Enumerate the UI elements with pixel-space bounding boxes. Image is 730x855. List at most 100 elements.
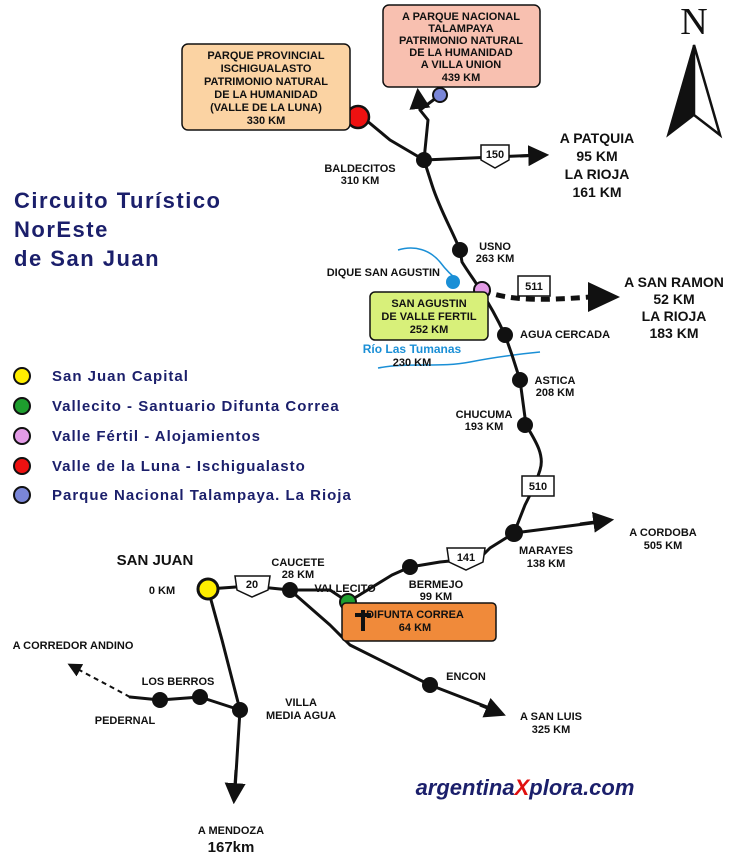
san-ramon-arrow [588,282,620,312]
svg-text:CHUCUMA: CHUCUMA [456,409,513,421]
cross-icon [355,610,371,631]
svg-text:439 KM: 439 KM [442,72,481,84]
svg-text:PEDERNAL: PEDERNAL [95,715,156,727]
destination-labels: A PATQUIA 95 KM LA RIOJA 161 KM A SAN RA… [13,130,724,855]
town-markers [152,152,533,718]
svg-text:USNO: USNO [479,241,511,253]
svg-text:TALAMPAYA: TALAMPAYA [428,23,493,35]
svg-text:PARQUE PROVINCIAL: PARQUE PROVINCIAL [207,50,324,62]
svg-text:ASTICA: ASTICA [535,375,576,387]
brand-watermark: argentinaXplora.com [416,775,635,800]
svg-text:DE LA HUMANIDAD: DE LA HUMANIDAD [409,47,513,59]
box-difunta-correa: DIFUNTA CORREA 64 KM [341,602,497,642]
svg-text:SAN AGUSTIN: SAN AGUSTIN [391,298,466,310]
north-arrow: N [666,1,723,139]
svg-text:A VILLA UNION: A VILLA UNION [421,59,502,71]
svg-text:DE LA HUMANIDAD: DE LA HUMANIDAD [214,89,318,101]
svg-text:DIQUE SAN AGUSTIN: DIQUE SAN AGUSTIN [327,267,440,279]
legend-label: Parque Nacional Talampaya. La Rioja [52,487,352,504]
svg-text:263 KM: 263 KM [476,253,515,265]
svg-text:20: 20 [246,579,258,591]
svg-text:A MENDOZA: A MENDOZA [198,825,264,837]
svg-text:LOS BERROS: LOS BERROS [142,676,215,688]
svg-text:MARAYES: MARAYES [519,545,573,557]
svg-text:ENCON: ENCON [446,671,486,683]
svg-text:DIFUNTA CORREA: DIFUNTA CORREA [366,609,464,621]
route-shield-150: 150 [480,144,510,169]
svg-text:230 KM: 230 KM [393,357,432,369]
svg-text:A SAN RAMON: A SAN RAMON [624,274,724,290]
svg-text:95 KM: 95 KM [576,148,617,164]
svg-text:VILLA: VILLA [285,697,317,709]
box-talampaya: A PARQUE NACIONAL TALAMPAYA PATRIMONIO N… [382,4,541,88]
legend-label: Valle Fértil - Alojamientos [52,428,261,445]
svg-text:0 KM: 0 KM [149,585,175,597]
corredor-andino-road [67,663,131,698]
svg-text:MEDIA AGUA: MEDIA AGUA [266,710,336,722]
svg-text:BERMEJO: BERMEJO [409,579,464,591]
svg-text:CAUCETE: CAUCETE [271,557,324,569]
svg-text:193 KM: 193 KM [465,421,504,433]
svg-text:de San Juan: de San Juan [14,246,160,271]
svg-text:310 KM: 310 KM [341,175,380,187]
svg-text:183 KM: 183 KM [649,325,698,341]
legend-label: San Juan Capital [52,368,189,385]
route-shield-511: 511 [517,275,551,297]
svg-text:ISCHIGUALASTO: ISCHIGUALASTO [221,63,312,75]
svg-text:(VALLE DE LA LUNA): (VALLE DE LA LUNA) [210,102,322,114]
legend-swatch-4 [13,486,31,504]
svg-text:SAN JUAN: SAN JUAN [117,552,194,569]
svg-text:PATRIMONIO NATURAL: PATRIMONIO NATURAL [399,35,523,47]
svg-text:VALLECITO: VALLECITO [314,583,376,595]
svg-text:DE VALLE FERTIL: DE VALLE FERTIL [381,311,476,323]
svg-text:99 KM: 99 KM [420,591,452,603]
marker-san-juan[interactable] [196,577,220,601]
svg-text:Circuito Turístico: Circuito Turístico [14,188,222,213]
rio-las-tumanas [377,351,541,369]
road-arrows [224,87,615,805]
route-shield-141: 141 [446,547,486,571]
svg-text:PATRIMONIO NATURAL: PATRIMONIO NATURAL [204,76,328,88]
box-san-agustin: SAN AGUSTIN DE VALLE FERTIL 252 KM [369,291,489,341]
route-shield-510: 510 [521,475,555,497]
marker-dique[interactable] [446,275,460,289]
map-title: Circuito Turístico NorEste de San Juan [14,188,222,271]
legend-label: Valle de la Luna - Ischigualasto [52,458,306,475]
svg-text:325 KM: 325 KM [532,724,571,736]
svg-text:510: 510 [529,481,547,493]
legend-swatch-2 [13,427,31,445]
svg-text:A PATQUIA: A PATQUIA [560,130,634,146]
legend-swatch-0 [13,367,31,385]
svg-text:511: 511 [525,281,543,293]
svg-text:N: N [680,1,707,43]
legend-label: Vallecito - Santuario Difunta Correa [52,398,340,415]
svg-text:167km: 167km [208,839,255,855]
box-ischigualasto: PARQUE PROVINCIAL ISCHIGUALASTO PATRIMON… [181,43,351,131]
svg-text:A SAN LUIS: A SAN LUIS [520,711,582,723]
legend: San Juan Capital Vallecito - Santuario D… [13,367,352,504]
svg-text:208 KM: 208 KM [536,387,575,399]
svg-text:A CORDOBA: A CORDOBA [629,527,696,539]
svg-text:161 KM: 161 KM [572,184,621,200]
svg-text:64 KM: 64 KM [399,622,431,634]
marker-talampaya[interactable] [432,87,448,103]
svg-text:330 KM: 330 KM [247,115,286,127]
svg-text:150: 150 [486,149,504,161]
svg-text:LA RIOJA: LA RIOJA [642,308,707,324]
route-shield-20: 20 [234,575,271,598]
svg-text:NorEste: NorEste [14,217,109,242]
svg-text:A CORREDOR ANDINO: A CORREDOR ANDINO [13,640,134,652]
svg-text:52 KM: 52 KM [653,291,694,307]
place-labels: BALDECITOS 310 KM USNO 263 KM DIQUE SAN … [95,163,610,727]
svg-text:Río Las Tumanas: Río Las Tumanas [363,342,462,356]
legend-swatch-1 [13,397,31,415]
svg-text:252 KM: 252 KM [410,324,449,336]
svg-text:138 KM: 138 KM [527,558,566,570]
svg-text:LA RIOJA: LA RIOJA [565,166,630,182]
svg-text:A PARQUE NACIONAL: A PARQUE NACIONAL [402,11,520,23]
svg-text:141: 141 [457,552,475,564]
svg-text:505 KM: 505 KM [644,540,683,552]
legend-swatch-3 [13,457,31,475]
